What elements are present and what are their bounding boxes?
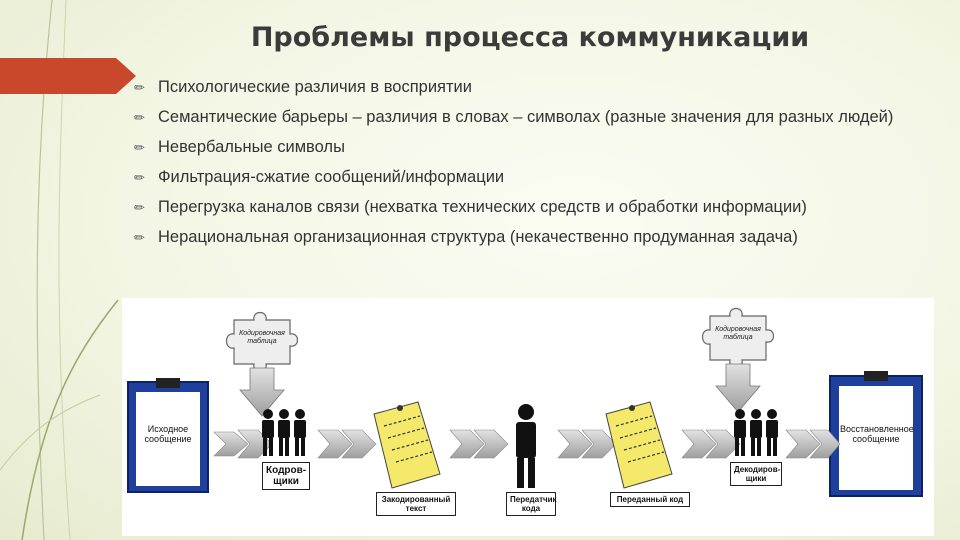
accent-bar <box>0 58 136 94</box>
encoded-text-note-icon <box>373 401 441 489</box>
decoders-label: Декодиров-щики <box>730 462 782 486</box>
encoders-label: Кодров-щики <box>262 462 310 490</box>
bullet-text: Фильтрация-сжатие сообщений/информации <box>158 168 505 186</box>
diagram-graphics <box>127 307 923 497</box>
pencil-bullet-icon: ✏ <box>134 230 145 245</box>
pencil-bullet-icon: ✏ <box>134 200 145 215</box>
bullet-item: ✏ Перегрузка каналов связи (нехватка техн… <box>134 198 934 217</box>
bullet-list: ✏ Психологические различия в восприятии ✏… <box>134 78 934 258</box>
bullet-item: ✏ Нерациональная организационная структур… <box>134 228 934 247</box>
puzzle-icon <box>701 307 775 413</box>
bullet-item: ✏ Невербальные символы <box>134 138 934 157</box>
pencil-bullet-icon: ✏ <box>134 170 145 185</box>
restored-clipboard-icon <box>829 371 923 497</box>
source-message-label: Исходное сообщение <box>144 424 192 444</box>
bullet-text: Семантические барьеры – различия в слова… <box>158 108 894 126</box>
puzzle-icon <box>225 311 299 417</box>
bullet-item: ✏ Семантические барьеры – различия в слов… <box>134 108 934 127</box>
pencil-bullet-icon: ✏ <box>134 140 145 155</box>
bullet-item: ✏ Психологические различия в восприятии <box>134 78 934 97</box>
bullet-text: Невербальные символы <box>158 138 345 156</box>
transmitted-code-note-icon <box>605 401 673 489</box>
pencil-bullet-icon: ✏ <box>134 110 145 125</box>
encoded-text-label: Закодированный текст <box>376 492 456 516</box>
slide-title: Проблемы процесса коммуникации <box>250 22 810 53</box>
bullet-item: ✏ Фильтрация-сжатие сообщений/информации <box>134 168 934 187</box>
transmitted-code-label: Переданный код <box>610 492 690 507</box>
decoders-people-icon <box>734 409 778 456</box>
pencil-bullet-icon: ✏ <box>134 80 145 95</box>
transmitter-label: Передатчик кода <box>506 492 557 516</box>
communication-process-diagram: Исходное сообщение Восстановленное сообщ… <box>122 298 934 536</box>
transmitter-person-icon <box>516 404 536 488</box>
bullet-text: Психологические различия в восприятии <box>158 78 472 96</box>
source-clipboard-icon <box>127 378 209 493</box>
coding-table-left-label: Кодировочная таблица <box>239 330 285 345</box>
encoders-people-icon <box>262 409 306 456</box>
coding-table-right-label: Кодировочная таблица <box>715 326 761 341</box>
bullet-text: Нерациональная организационная структура… <box>158 228 798 246</box>
restored-message-label: Восстановленное сообщение <box>840 424 914 444</box>
bullet-text: Перегрузка каналов связи (нехватка техни… <box>158 198 807 216</box>
